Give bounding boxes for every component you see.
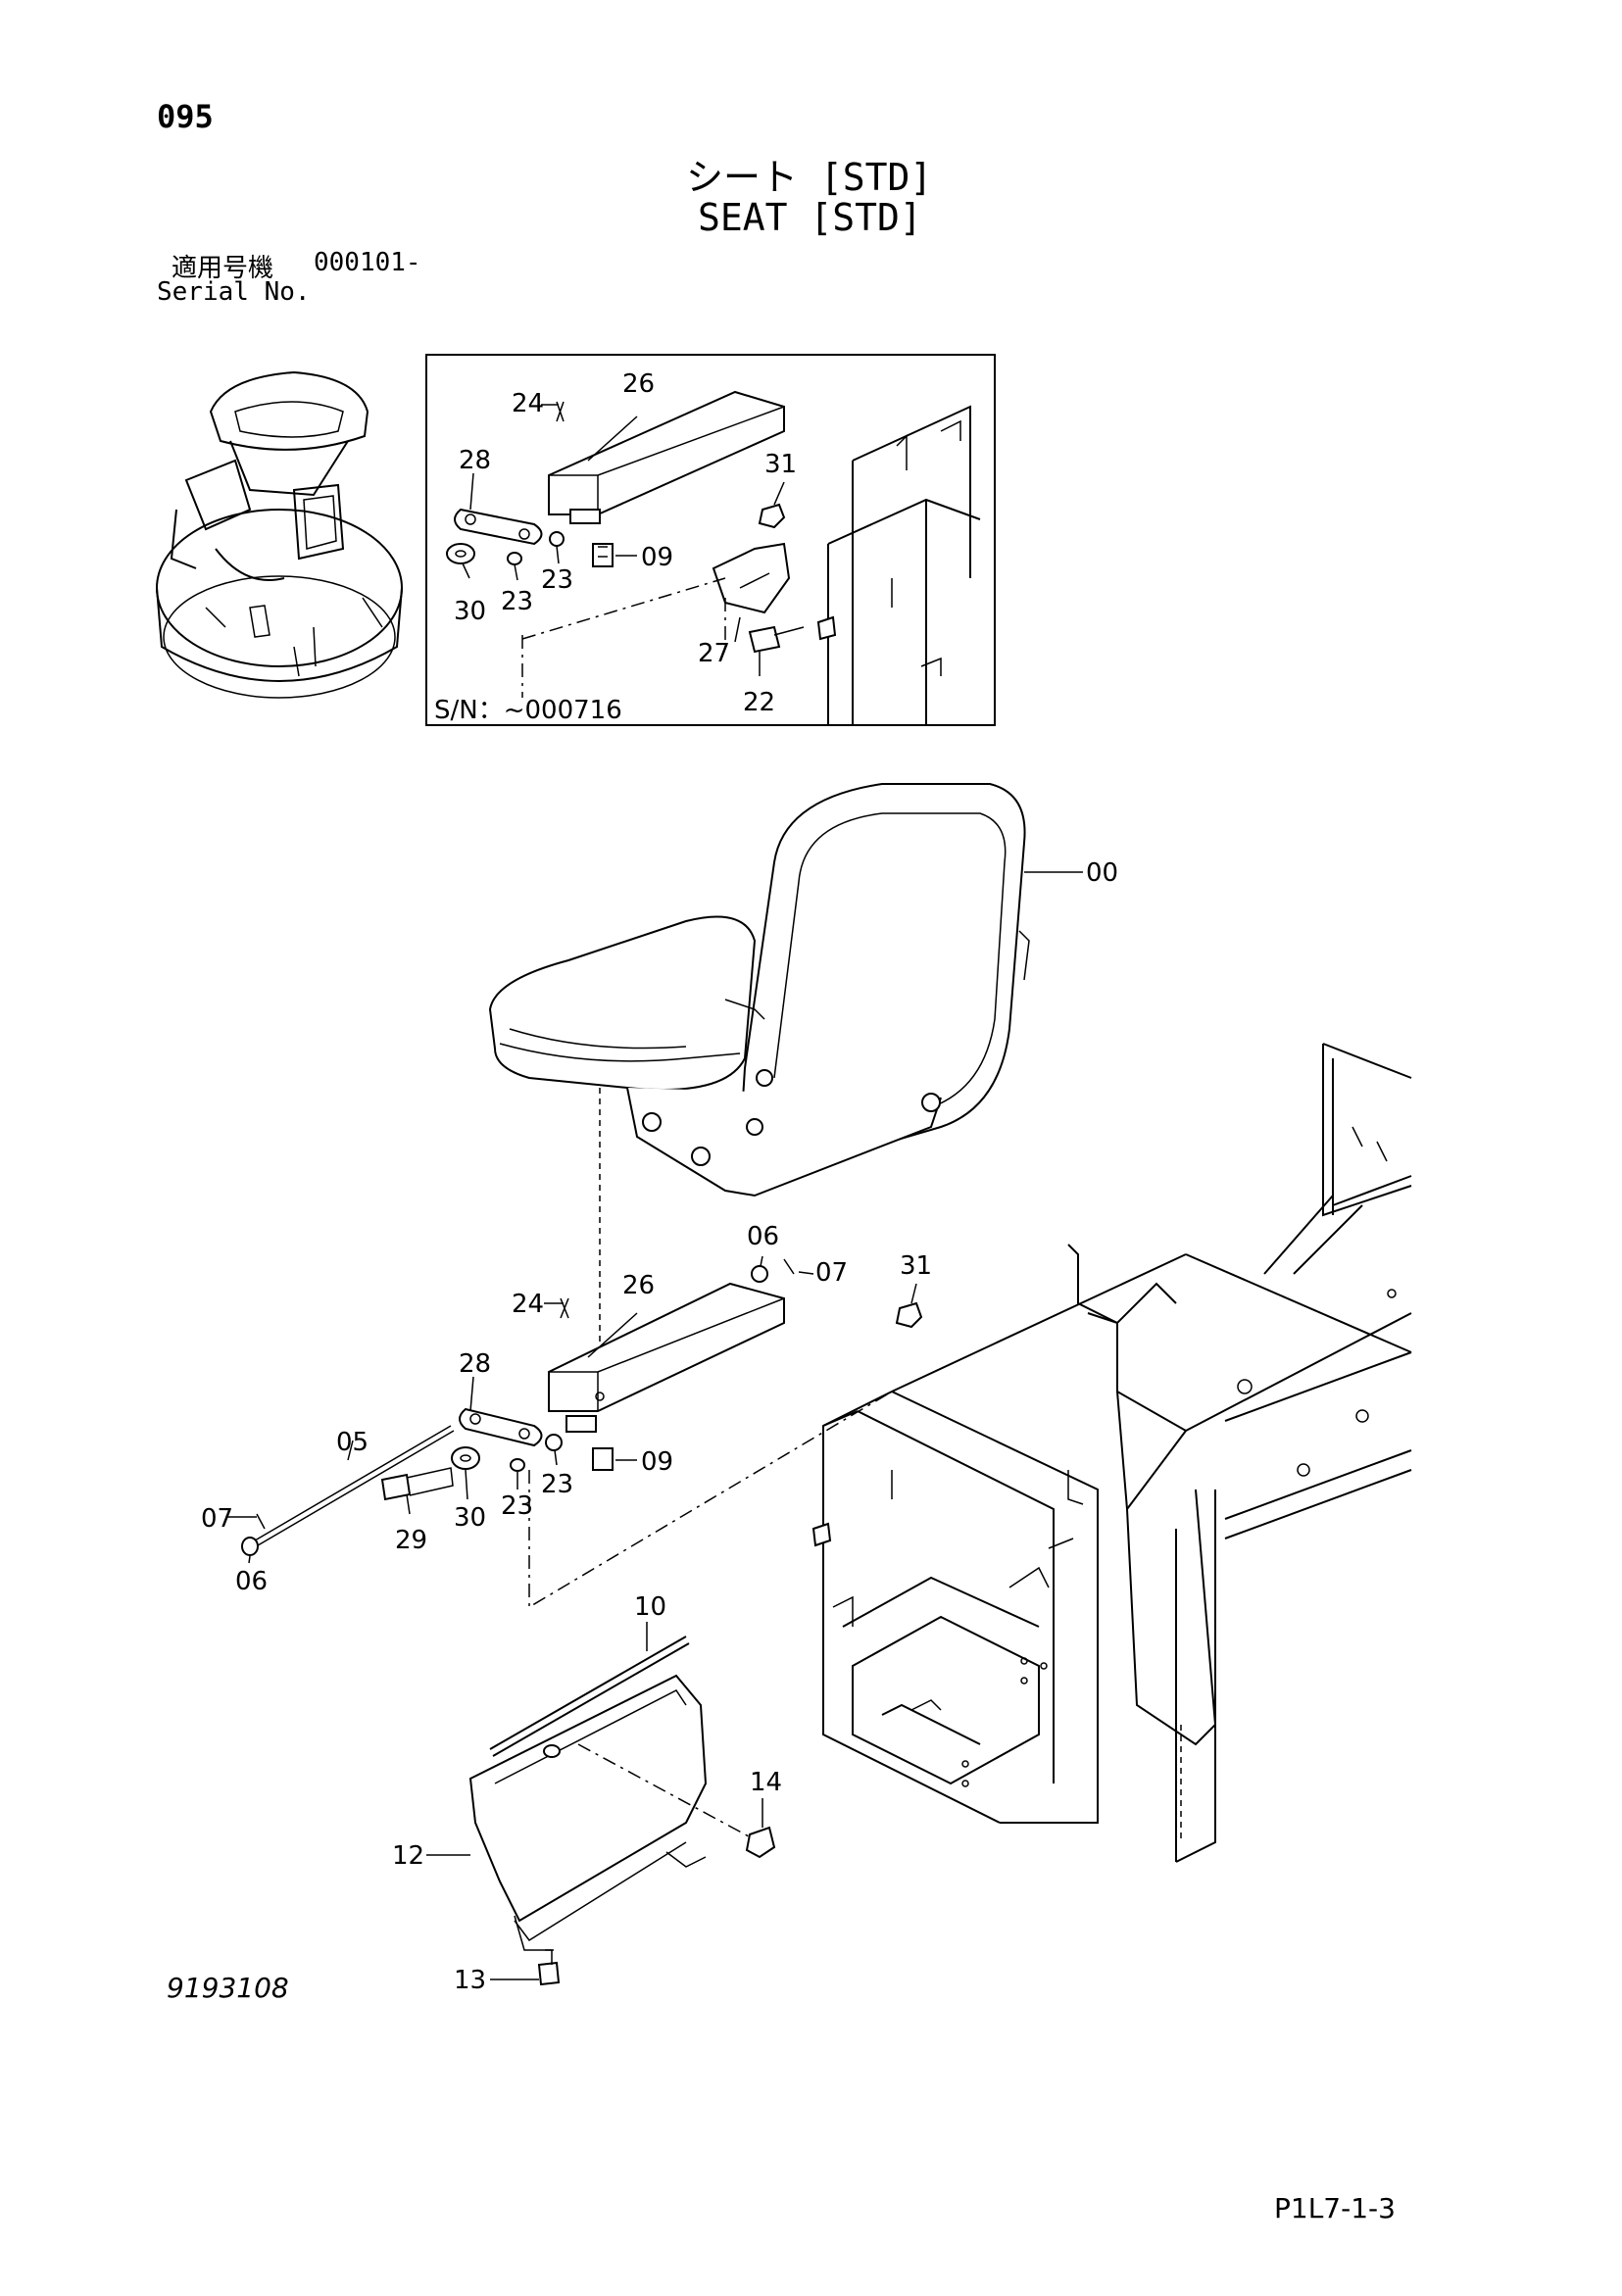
callout-label: 24 [512, 1290, 544, 1319]
serial-label-english: Serial No. [157, 277, 311, 307]
callout-label: 07 [201, 1504, 233, 1534]
callout-label: 26 [622, 1271, 655, 1300]
callout-label: 14 [750, 1768, 782, 1797]
callout-label: 05 [336, 1428, 369, 1457]
main-callouts: 00 06 07 31 24 26 28 05 07 09 30 23 23 2… [201, 858, 1118, 1995]
page-title-japanese: シート [STD] [686, 156, 933, 199]
callout-label: 00 [1086, 858, 1118, 888]
callout-label: 22 [743, 688, 775, 717]
callout-label: 07 [815, 1258, 848, 1288]
callout-label: 23 [501, 1491, 533, 1521]
serial-value: 000101- [314, 248, 421, 277]
callout-label: 06 [235, 1567, 268, 1596]
callout-label: 30 [454, 1503, 486, 1533]
seat-illustration [488, 783, 1083, 1197]
inset-frame [425, 354, 996, 726]
callout-label: 28 [459, 1349, 491, 1379]
callout-label: 23 [541, 565, 573, 595]
inset-illustration [446, 390, 981, 725]
callout-label: 06 [747, 1222, 779, 1251]
cover-plate-illustration [468, 1636, 776, 1986]
seat-bracket-assembly [241, 1088, 923, 1609]
callout-label: 30 [454, 597, 486, 626]
inset-serial-label: S/N：~000716 [434, 696, 622, 725]
callout-label: 24 [512, 389, 544, 418]
callout-label: 23 [501, 587, 533, 616]
callout-label: 31 [900, 1251, 932, 1281]
page-title-english: SEAT [STD] [698, 196, 922, 239]
inset-callouts: 24 26 28 31 09 30 23 23 27 22 S/N：~00071… [434, 369, 797, 725]
callout-label: 27 [698, 639, 730, 668]
leader-lines [227, 404, 917, 1980]
callout-label: 23 [541, 1470, 573, 1499]
callout-label: 13 [454, 1966, 486, 1995]
page-code: P1L7-1-3 [1274, 2192, 1396, 2224]
callout-label: 26 [622, 369, 655, 399]
machine-thumbnail-illustration [156, 370, 403, 699]
machine-frame-illustration [811, 1043, 1412, 1863]
callout-label: 09 [641, 1447, 673, 1477]
page-number: 095 [157, 98, 214, 135]
callout-label: 28 [459, 446, 491, 475]
serial-label-japanese: 適用号機 [172, 254, 274, 283]
callout-label: 29 [395, 1526, 427, 1555]
callout-label: 12 [392, 1841, 424, 1871]
drawing-number: 9193108 [167, 1972, 289, 2004]
callout-label: 10 [634, 1592, 666, 1622]
callout-label: 31 [764, 450, 797, 479]
callout-label: 09 [641, 543, 673, 572]
